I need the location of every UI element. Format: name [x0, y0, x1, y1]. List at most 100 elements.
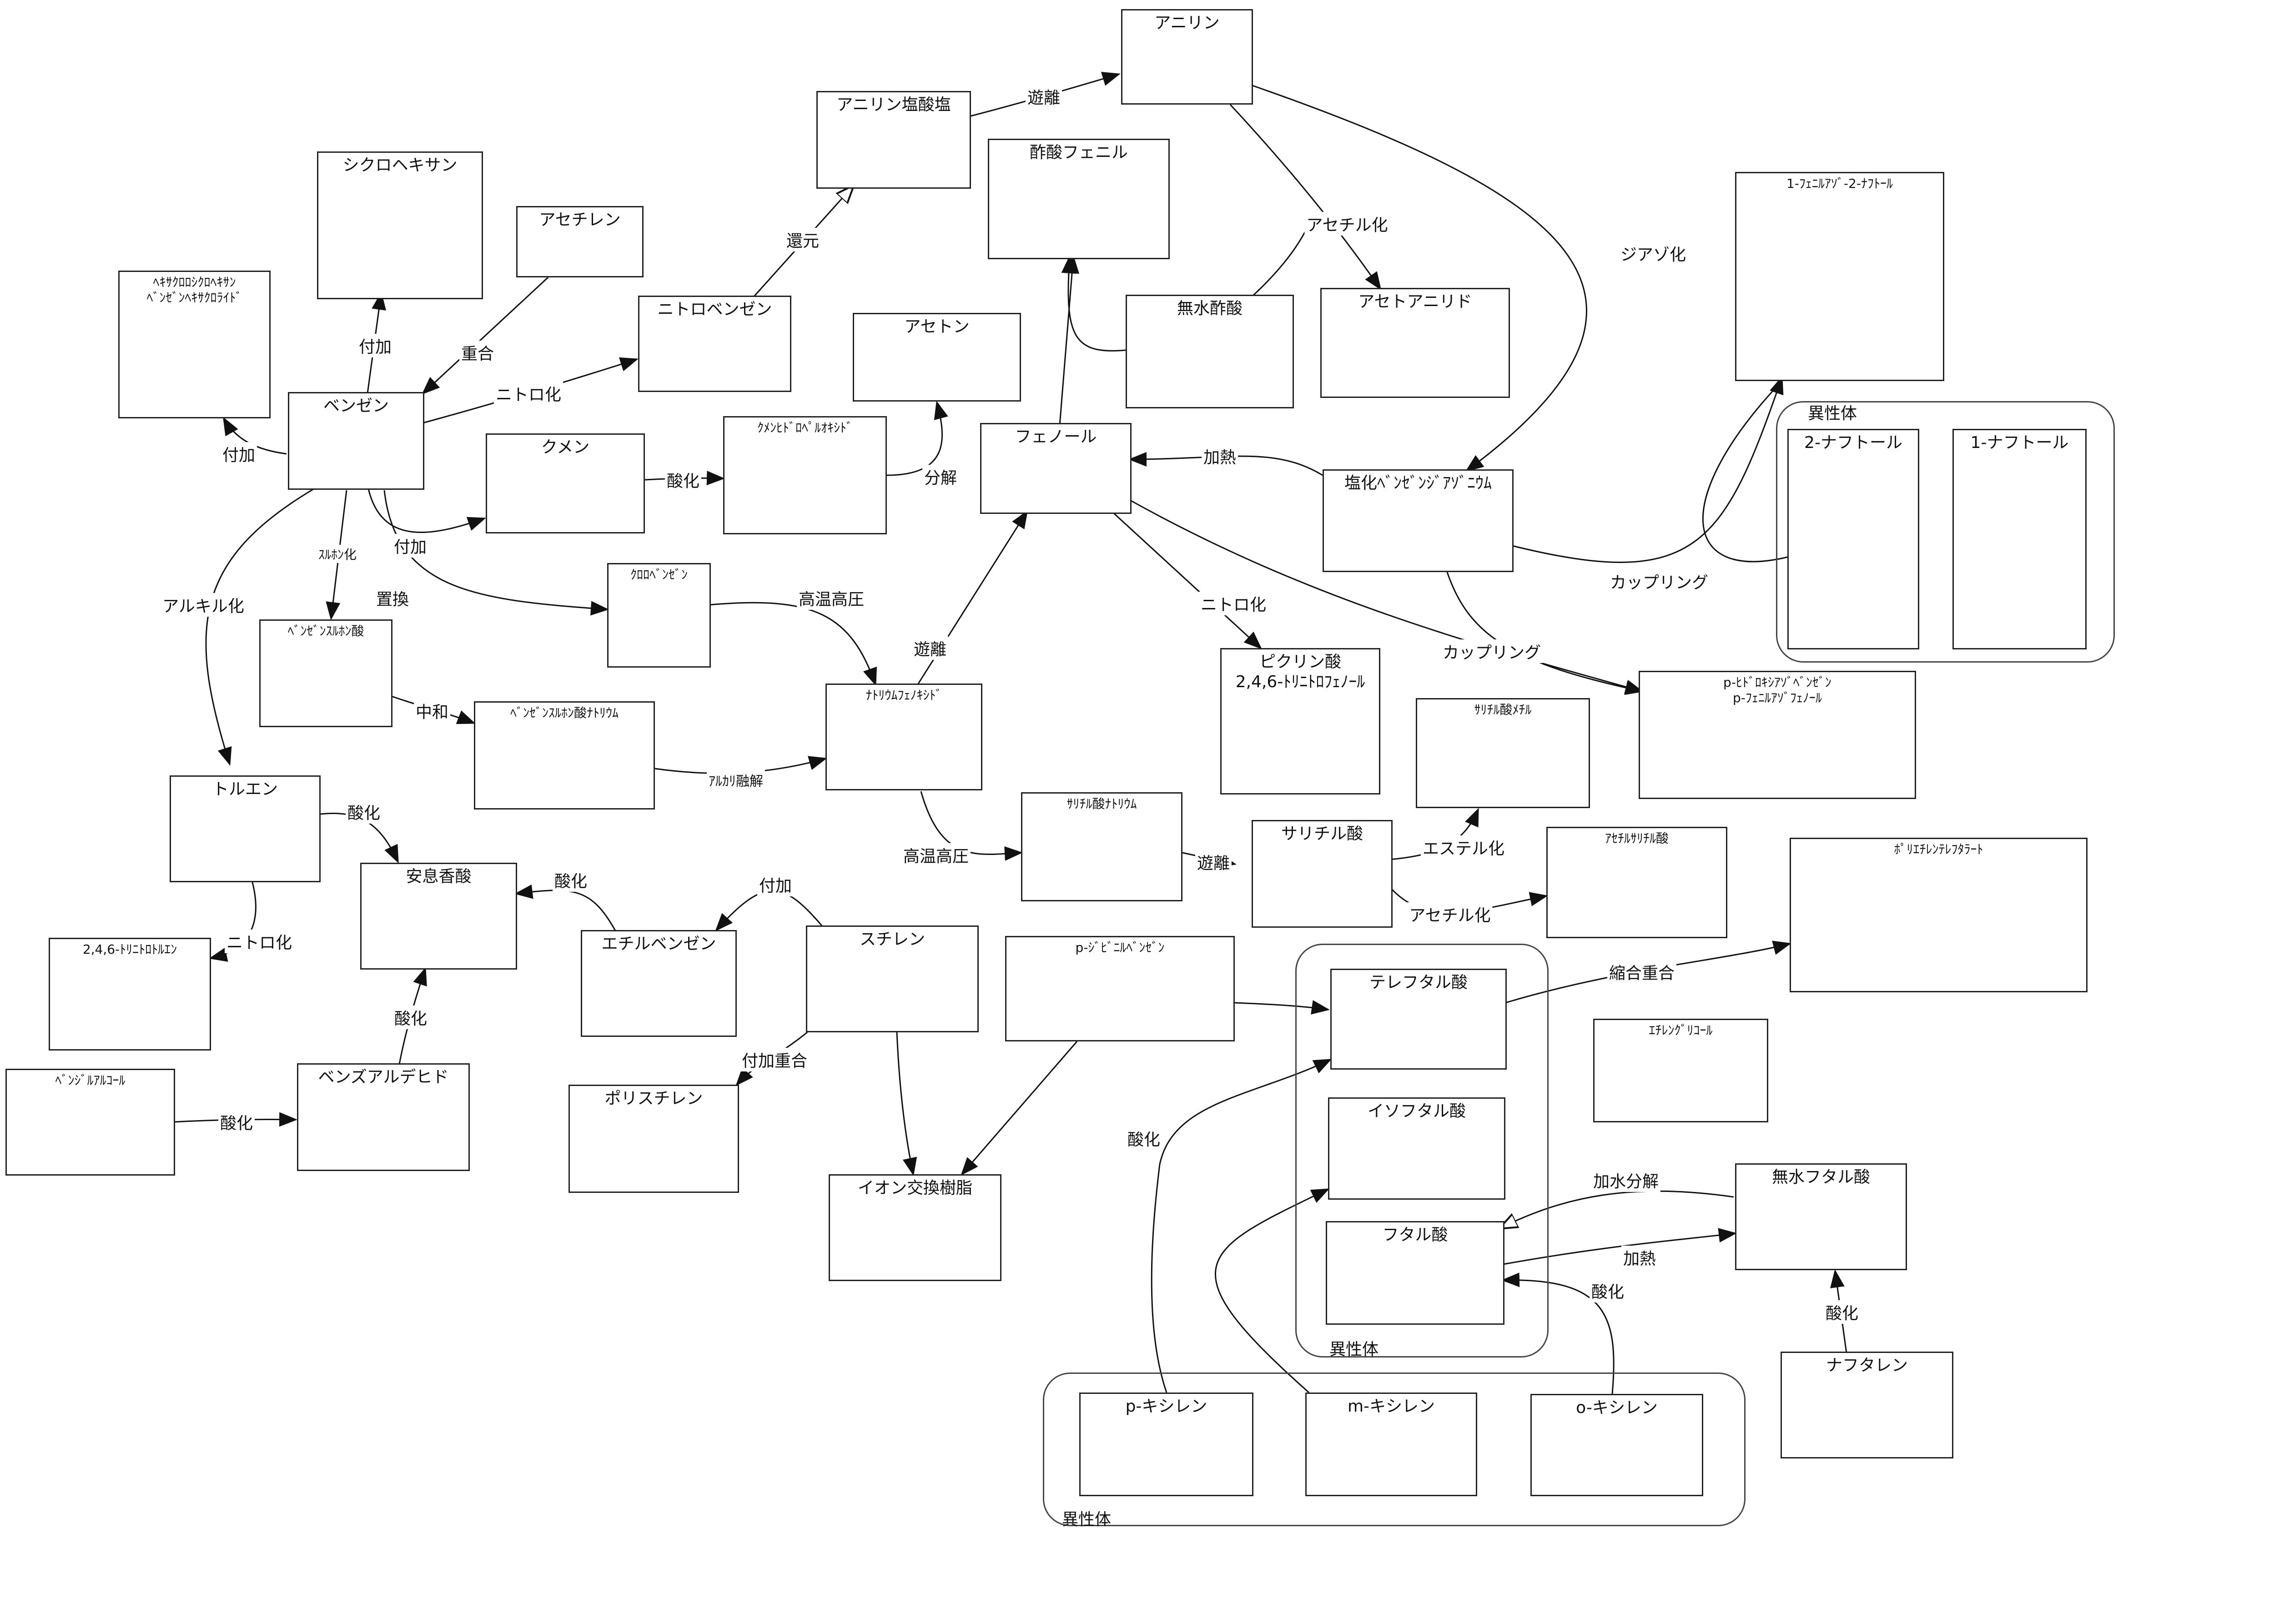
- node-label: テレフタル酸: [1369, 973, 1468, 992]
- edge-label-coupling2: カップリング: [1440, 639, 1543, 663]
- node-label: イソフタル酸: [1367, 1102, 1466, 1121]
- edge-label-heating1: 加熱: [1201, 444, 1238, 468]
- edge-label-addition2: 付加: [220, 442, 257, 466]
- node-aniline[interactable]: アニリン: [1121, 9, 1253, 105]
- node-methyl-salicylate[interactable]: ｻﾘﾁﾙ酸ﾒﾁﾙ: [1416, 698, 1590, 808]
- node-tnt[interactable]: 2,4,6-ﾄﾘﾆﾄﾛﾄﾙｴﾝ: [49, 938, 211, 1051]
- node-2-naphthol[interactable]: 2-ナフトール: [1787, 429, 1919, 649]
- node-isophthalic-acid[interactable]: イソフタル酸: [1328, 1097, 1505, 1200]
- node-sodium-phenoxide[interactable]: ﾅﾄﾘｳﾑﾌｪﾉｷｼﾄﾞ: [825, 684, 982, 790]
- edge-label-substitution: 置換: [374, 586, 411, 610]
- node-acetone[interactable]: アセトン: [853, 313, 1021, 402]
- edge-label-acetylation: アセチル化: [1304, 212, 1390, 236]
- edge-label-condensation-polymerization: 縮合重合: [1607, 960, 1677, 984]
- node-label: 塩化ﾍﾞﾝｾﾞﾝｼﾞｱｿﾞﾆｳﾑ: [1344, 474, 1492, 493]
- node-label: ｸﾛﾛﾍﾞﾝｾﾞﾝ: [630, 567, 688, 582]
- node-cumene[interactable]: クメン: [486, 433, 645, 533]
- node-acetanilide[interactable]: アセトアニリド: [1320, 288, 1510, 398]
- node-bhc[interactable]: ﾍｷｻｸﾛﾛｼｸﾛﾍｷｻﾝ ﾍﾞﾝｾﾞﾝﾍｷｻｸﾛﾗｲﾄﾞ: [118, 271, 271, 418]
- node-1-naphthol[interactable]: 1-ナフトール: [1952, 429, 2087, 649]
- edge-label-liberation: 遊離: [1025, 85, 1062, 108]
- node-aspirin[interactable]: ｱｾﾁﾙｻﾘﾁﾙ酸: [1546, 827, 1727, 938]
- node-salicylic-acid[interactable]: サリチル酸: [1252, 820, 1393, 928]
- node-label: ﾍﾞﾝｾﾞﾝｽﾙﾎﾝ酸ﾅﾄﾘｳﾑ: [510, 705, 619, 720]
- node-label: ﾍﾞﾝｾﾞﾝｽﾙﾎﾝ酸: [287, 623, 364, 639]
- node-label: クメン: [541, 438, 590, 457]
- node-label: p-キシレン: [1125, 1397, 1207, 1416]
- edge-label-esterification: エステル化: [1420, 835, 1507, 859]
- node-label: トルエン: [212, 780, 278, 799]
- node-label: p-ｼﾞﾋﾞﾆﾙﾍﾞﾝｾﾞﾝ: [1075, 940, 1165, 955]
- node-label: o-キシレン: [1576, 1398, 1658, 1417]
- node-sodium-benzenesulfonate[interactable]: ﾍﾞﾝｾﾞﾝｽﾙﾎﾝ酸ﾅﾄﾘｳﾑ: [474, 701, 655, 809]
- node-picric-acid[interactable]: ピクリン酸 2,4,6-ﾄﾘﾆﾄﾛﾌｪﾉｰﾙ: [1220, 648, 1380, 794]
- edge-label-nitration3: ニトロ化: [224, 930, 294, 953]
- edge-label-coupling1: カップリング: [1608, 569, 1711, 593]
- node-toluene[interactable]: トルエン: [170, 775, 321, 882]
- edge-benzene-cumene: [367, 488, 486, 533]
- node-label: イオン交換樹脂: [857, 1179, 972, 1197]
- edge-label-oxidation2: 酸化: [345, 800, 382, 824]
- node-o-xylene[interactable]: o-キシレン: [1530, 1394, 1703, 1496]
- edge-label-polymerization: 重合: [459, 341, 496, 364]
- node-benzenesulfonic-acid[interactable]: ﾍﾞﾝｾﾞﾝｽﾙﾎﾝ酸: [259, 619, 392, 727]
- node-acetic-anhydride[interactable]: 無水酢酸: [1126, 295, 1294, 408]
- node-cyclohexane[interactable]: シクロヘキサン: [317, 151, 483, 299]
- node-label: 無水酢酸: [1177, 299, 1243, 318]
- node-hydroxyazobenzene[interactable]: p-ﾋﾄﾞﾛｷｼｱｿﾞﾍﾞﾝｾﾞﾝ p-ﾌｪﾆﾙｱｿﾞﾌｪﾉｰﾙ: [1639, 671, 1916, 799]
- node-terephthalic-acid[interactable]: テレフタル酸: [1330, 969, 1507, 1070]
- edge-diazonium-naphtholazo: [1512, 376, 1784, 563]
- node-sodium-salicylate[interactable]: ｻﾘﾁﾙ酸ﾅﾄﾘｳﾑ: [1021, 792, 1182, 901]
- edge-styrene-ethylbenzene: [715, 890, 826, 931]
- node-benzene[interactable]: ベンゼン: [288, 392, 424, 490]
- node-benzoic-acid[interactable]: 安息香酸: [360, 863, 517, 970]
- node-label: ﾎﾟﾘｴﾁﾚﾝﾃﾚﾌﾀﾗｰﾄ: [1894, 842, 1983, 857]
- edge-label-acetylation2: アセチル化: [1407, 902, 1493, 926]
- edge-label-oxidation7: 酸化: [1589, 1279, 1626, 1302]
- node-m-xylene[interactable]: m-キシレン: [1305, 1393, 1477, 1496]
- edge-label-liberation3: 遊離: [1195, 850, 1232, 874]
- node-naphthalene[interactable]: ナフタレン: [1781, 1352, 1953, 1458]
- node-label: ベンゼン: [323, 397, 389, 415]
- edge-anhydride-acetylation: [1252, 222, 1311, 297]
- edge-phenol-picric: [1111, 511, 1262, 649]
- node-nitrobenzene[interactable]: ニトロベンゼン: [638, 296, 791, 392]
- edge-label-nitration1: ニトロ化: [493, 382, 563, 405]
- edge-ethylbenzene-benzoic: [514, 884, 617, 933]
- node-styrene[interactable]: スチレン: [806, 925, 979, 1032]
- group-phthalic-isomers: [1295, 944, 1549, 1358]
- edge-label-high-temp-pressure1: 高温高圧: [796, 586, 866, 610]
- node-polystyrene[interactable]: ポリスチレン: [568, 1085, 739, 1193]
- edge-label-high-temp-pressure2: 高温高圧: [901, 843, 971, 867]
- edge-label-sulfonation: ｽﾙﾎﾝ化: [316, 545, 359, 563]
- node-p-xylene[interactable]: p-キシレン: [1079, 1393, 1253, 1496]
- node-phenylazo-naphthol[interactable]: 1-ﾌｪﾆﾙｱｿﾞ-2-ﾅﾌﾄｰﾙ: [1735, 172, 1944, 381]
- group-xylene-isomers: [1043, 1373, 1746, 1526]
- node-label: スチレン: [859, 930, 925, 949]
- node-phenol[interactable]: フェノール: [980, 423, 1132, 514]
- node-benzaldehyde[interactable]: ベンズアルデヒド: [297, 1063, 470, 1171]
- node-benzyl-alcohol[interactable]: ﾍﾞﾝｼﾞﾙｱﾙｺｰﾙ: [5, 1069, 175, 1176]
- node-phthalic-acid[interactable]: フタル酸: [1326, 1221, 1504, 1325]
- node-label: ﾍｷｻｸﾛﾛｼｸﾛﾍｷｻﾝ ﾍﾞﾝｾﾞﾝﾍｷｻｸﾛﾗｲﾄﾞ: [146, 275, 242, 305]
- node-ion-exchange-resin[interactable]: イオン交換樹脂: [829, 1174, 1001, 1281]
- node-diazonium-chloride[interactable]: 塩化ﾍﾞﾝｾﾞﾝｼﾞｱｿﾞﾆｳﾑ: [1323, 469, 1514, 572]
- node-label: エチルベンゼン: [601, 935, 716, 953]
- edge-anhydride-phenylacetate: [1061, 255, 1126, 352]
- node-phenyl-acetate[interactable]: 酢酸フェニル: [988, 139, 1170, 259]
- node-label: 酢酸フェニル: [1029, 143, 1128, 162]
- node-ethylene-glycol[interactable]: ｴﾁﾚﾝｸﾞﾘｺｰﾙ: [1593, 1019, 1768, 1122]
- edge-label-addition-polymerization: 付加重合: [740, 1048, 810, 1071]
- node-phthalic-anhydride[interactable]: 無水フタル酸: [1735, 1163, 1907, 1270]
- node-aniline-hydrochloride[interactable]: アニリン塩酸塩: [816, 91, 971, 189]
- node-chlorobenzene[interactable]: ｸﾛﾛﾍﾞﾝｾﾞﾝ: [607, 563, 711, 668]
- edge-label-alkali-fusion: ｱﾙｶﾘ融解: [707, 770, 765, 790]
- node-pet[interactable]: ﾎﾟﾘｴﾁﾚﾝﾃﾚﾌﾀﾗｰﾄ: [1790, 838, 2088, 992]
- edge-pxylene-terephthalic: [1151, 1059, 1332, 1393]
- node-divinylbenzene[interactable]: p-ｼﾞﾋﾞﾆﾙﾍﾞﾝｾﾞﾝ: [1005, 936, 1235, 1041]
- group-label-xylene-isomers: 異性体: [1062, 1510, 1112, 1529]
- edge-label-decomposition: 分解: [922, 465, 959, 488]
- node-acetylene[interactable]: アセチレン: [516, 206, 644, 277]
- node-cumene-hydroperoxide[interactable]: ｸﾒﾝﾋﾄﾞﾛﾍﾟﾙｵｷｼﾄﾞ: [723, 416, 887, 534]
- node-ethylbenzene[interactable]: エチルベンゼン: [581, 930, 737, 1037]
